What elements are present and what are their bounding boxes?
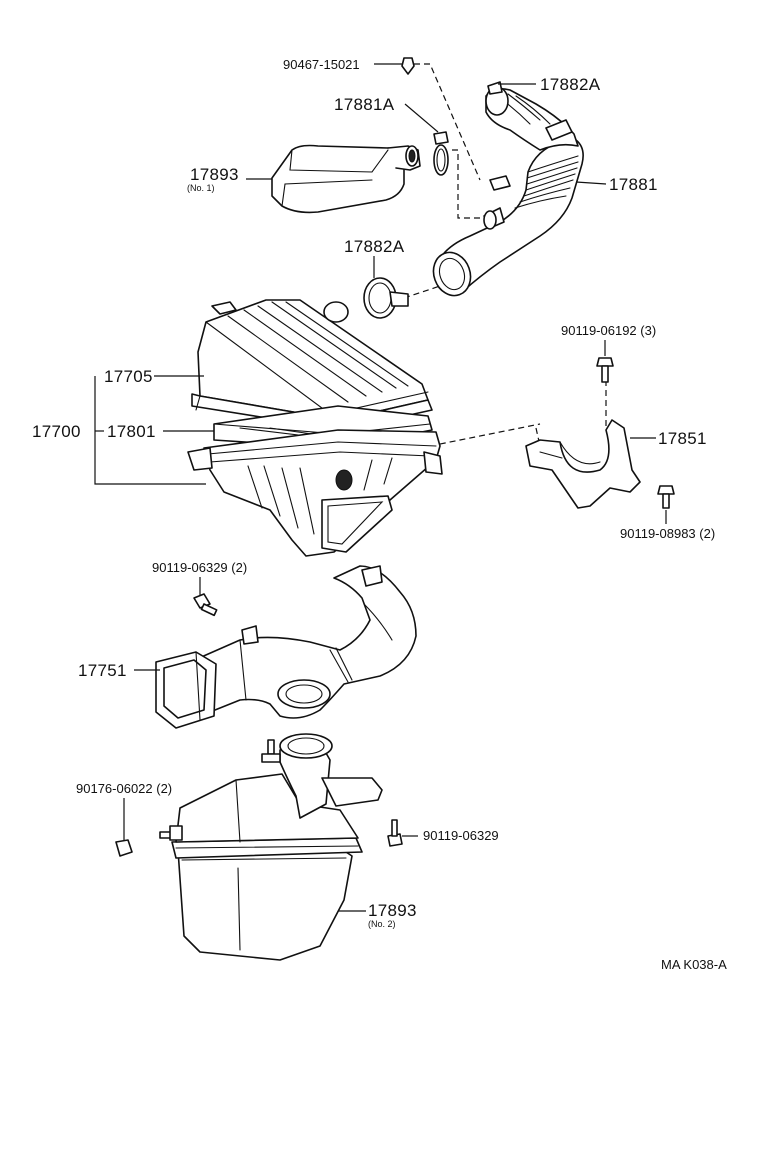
label-17881: 17881 [609, 175, 658, 194]
label-17893-no1: 17893 [190, 165, 239, 184]
label-17893-no2: 17893 [368, 901, 417, 920]
air-cleaner-case-drawing [187, 429, 443, 557]
leader-lines [94, 63, 667, 912]
clamp-17882a-mid-drawing [363, 277, 409, 319]
diagram-code: MA K038-A [661, 957, 727, 972]
bolt-90119-06329-a-drawing [193, 593, 218, 617]
label-17882a-top: 17882A [540, 75, 601, 94]
label-17851: 17851 [658, 429, 707, 448]
air-hose-17881-drawing [432, 81, 584, 297]
clamp-17881a-drawing [433, 131, 449, 176]
label-90119-06329-a: 90119-06329 (2) [152, 560, 248, 575]
label-17751: 17751 [78, 661, 127, 680]
resonator-no1-drawing [271, 144, 421, 214]
label-17893-no1-sub: (No. 1) [187, 183, 215, 193]
label-90119-06192: 90119-06192 (3) [561, 323, 657, 338]
intake-duct-17751-drawing [155, 565, 417, 729]
bolt-90119-08983-drawing [657, 485, 675, 509]
label-17882a-mid: 17882A [344, 237, 405, 256]
label-90176-06022: 90176-06022 (2) [76, 781, 173, 796]
label-90119-06329-b: 90119-06329 [423, 828, 499, 843]
label-17700: 17700 [32, 422, 81, 441]
label-90119-08983: 90119-08983 (2) [620, 526, 716, 541]
grommet-90176-drawing [115, 839, 133, 857]
bolt-90119-06329-b-drawing [387, 819, 403, 847]
clip-90467-drawing [401, 57, 415, 75]
bracket-17851-drawing [525, 419, 641, 509]
label-17705: 17705 [104, 367, 153, 386]
label-17801: 17801 [107, 422, 156, 441]
label-90467-15021: 90467-15021 [283, 57, 360, 72]
label-17893-no2-sub: (No. 2) [368, 919, 396, 929]
bolt-90119-06192-drawing [596, 357, 614, 383]
resonator-no2-drawing [159, 733, 383, 961]
label-17881a: 17881A [334, 95, 395, 114]
